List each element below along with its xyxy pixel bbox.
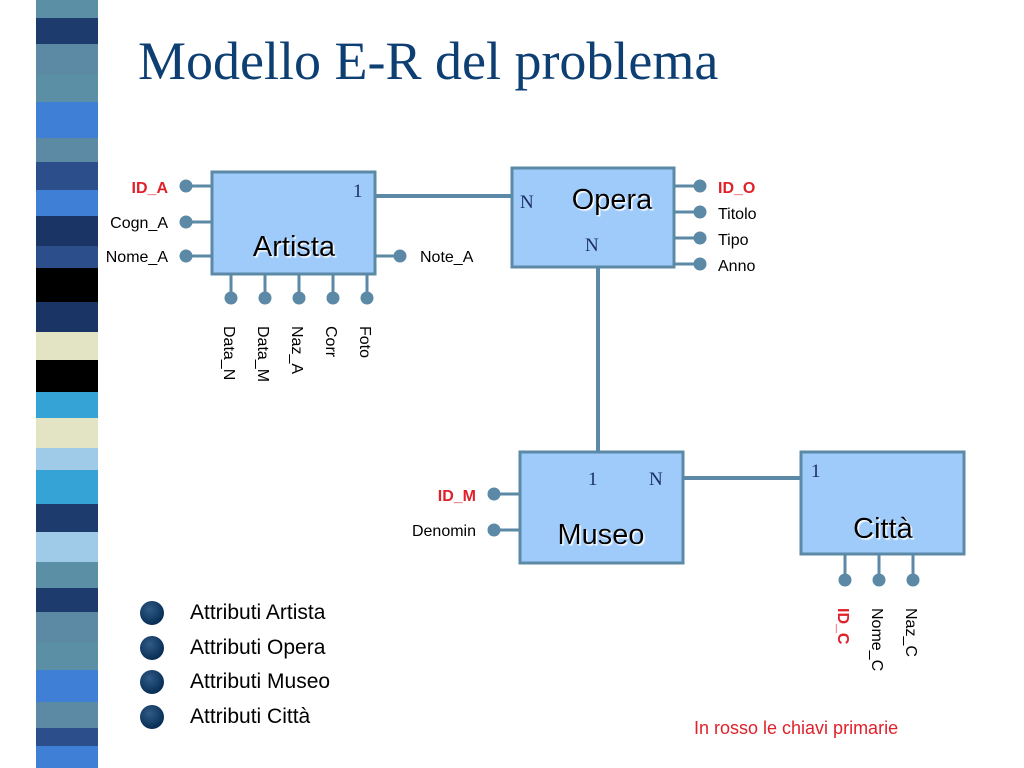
- strip-segment: [36, 332, 98, 360]
- legend-label: Attributi Città: [190, 704, 311, 728]
- entity-citta-box: [799, 450, 966, 556]
- strip-segment: [36, 612, 98, 642]
- strip-segment: [36, 418, 98, 448]
- strip-segment: [36, 728, 98, 746]
- strip-segment: [36, 670, 98, 702]
- strip-segment: [36, 44, 98, 74]
- strip-segment: [36, 74, 98, 102]
- citta-attr-connectors: [838, 554, 920, 587]
- bullet-icon: [140, 635, 164, 660]
- decorative-strip: [36, 0, 98, 768]
- entity-opera-box: [510, 166, 676, 269]
- entity-museo-box: [518, 450, 685, 565]
- opera-cardinality-left: N: [520, 192, 534, 213]
- strip-segment: [36, 392, 98, 418]
- legend-item: Attributi Museo: [140, 665, 330, 700]
- attr-label-vertical: Nome_C: [868, 608, 885, 671]
- legend: Attributi Artista Attributi Opera Attrib…: [140, 596, 330, 734]
- attr-label: ID_M: [438, 488, 476, 505]
- attr-label-vertical: ID_C: [834, 608, 851, 645]
- strip-segment: [36, 302, 98, 332]
- strip-segment: [36, 470, 98, 504]
- entity-artista-name: Artista: [253, 231, 336, 263]
- attr-label: Cogn_A: [110, 215, 168, 232]
- strip-segment: [36, 216, 98, 246]
- entity-museo-name: Museo: [557, 519, 644, 551]
- legend-item: Attributi Città: [140, 700, 330, 735]
- strip-segment: [36, 504, 98, 532]
- strip-segment: [36, 0, 98, 18]
- bullet-icon: [140, 670, 164, 695]
- footnote: In rosso le chiavi primarie: [694, 718, 899, 738]
- legend-label: Attributi Opera: [190, 635, 326, 659]
- strip-segment: [36, 246, 98, 268]
- strip-segment: [36, 268, 98, 302]
- entity-artista-box: [210, 170, 377, 276]
- attr-label: Note_A: [420, 249, 474, 266]
- strip-segment: [36, 642, 98, 670]
- attr-label-vertical: Data_M: [254, 326, 271, 382]
- strip-segment: [36, 190, 98, 216]
- attr-label: Tipo: [718, 232, 749, 249]
- citta-cardinality: 1: [811, 461, 821, 482]
- entity-citta-name: Città: [853, 513, 914, 545]
- attr-label: ID_A: [132, 180, 169, 197]
- artista-cardinality: 1: [353, 181, 363, 202]
- attr-label: Titolo: [718, 206, 757, 223]
- attr-label-vertical: Corr: [322, 326, 339, 358]
- attr-label-vertical: Data_N: [220, 326, 237, 380]
- strip-segment: [36, 162, 98, 190]
- bullet-icon: [140, 704, 164, 729]
- attr-label-vertical: Naz_A: [288, 326, 305, 374]
- museo-cardinality-right: N: [649, 469, 663, 490]
- museo-attr-connectors: [487, 487, 520, 537]
- legend-item: Attributi Artista: [140, 596, 330, 631]
- strip-segment: [36, 702, 98, 728]
- strip-segment: [36, 360, 98, 392]
- entity-opera-name: Opera: [572, 184, 653, 216]
- attr-label: Nome_A: [106, 249, 169, 266]
- strip-segment: [36, 102, 98, 138]
- legend-label: Attributi Museo: [190, 670, 331, 694]
- museo-cardinality-left: 1: [588, 469, 598, 490]
- strip-segment: [36, 562, 98, 588]
- attr-label-vertical: Foto: [356, 326, 373, 358]
- strip-segment: [36, 746, 98, 768]
- attr-label: Anno: [718, 258, 755, 275]
- strip-segment: [36, 448, 98, 470]
- page-title: Modello E-R del problema: [138, 31, 719, 91]
- opera-attr-connectors: [674, 179, 707, 271]
- legend-item: Attributi Opera: [140, 631, 330, 666]
- strip-segment: [36, 138, 98, 162]
- artista-attr-connectors: [179, 179, 407, 305]
- strip-segment: [36, 588, 98, 612]
- bullet-icon: [140, 601, 164, 626]
- attr-label-vertical: Naz_C: [902, 608, 919, 657]
- attr-label: Denomin: [412, 523, 476, 540]
- attr-label: ID_O: [718, 180, 755, 197]
- strip-segment: [36, 18, 98, 44]
- opera-cardinality-bottom: N: [585, 235, 599, 256]
- legend-label: Attributi Artista: [190, 601, 326, 625]
- strip-segment: [36, 532, 98, 562]
